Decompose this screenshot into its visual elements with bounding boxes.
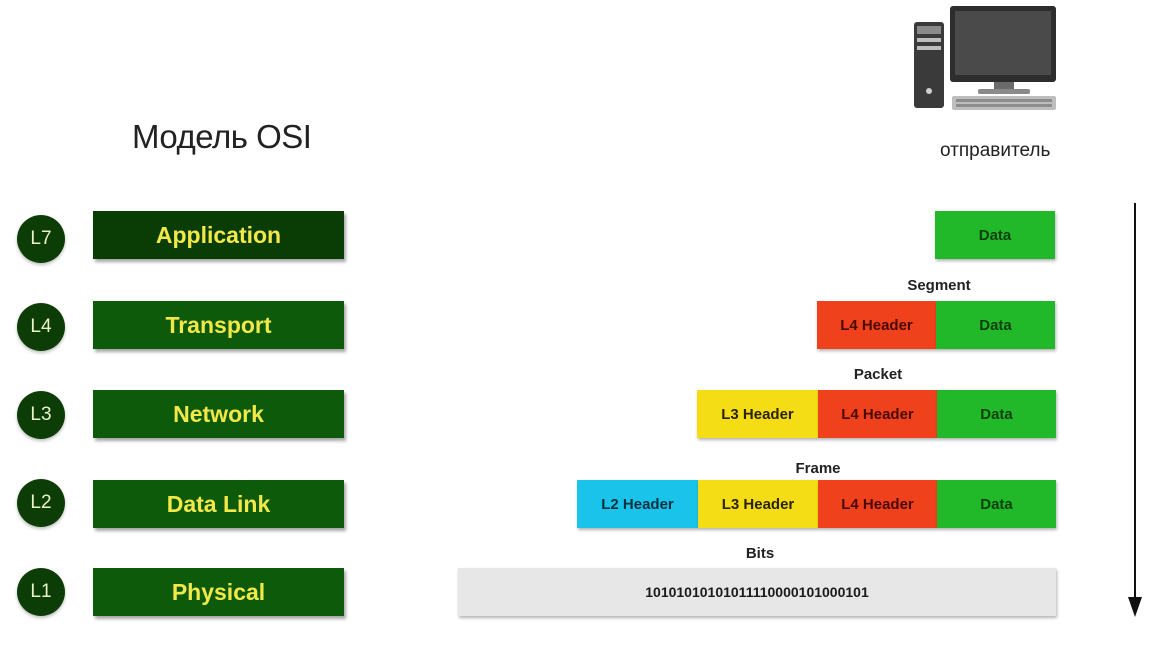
data-block-data-link: Data bbox=[937, 480, 1056, 528]
layer-application: Application bbox=[93, 211, 344, 259]
sender-label: отправитель bbox=[940, 140, 1051, 161]
page-title: Модель OSI bbox=[132, 118, 312, 155]
l4-header-block-network: L4 Header bbox=[818, 390, 937, 438]
pdu-label-bits: Bits bbox=[745, 545, 775, 562]
desktop-computer-icon bbox=[914, 6, 1056, 110]
l4-header-block-data-link: L4 Header bbox=[818, 480, 937, 528]
l3-header-block-data-link: L3 Header bbox=[698, 480, 818, 528]
l4-header-block-transport: L4 Header bbox=[817, 301, 936, 349]
pdu-label-packet: Packet bbox=[853, 366, 903, 383]
l2-header-block-data-link: L2 Header bbox=[577, 480, 698, 528]
layer-data-link: Data Link bbox=[93, 480, 344, 528]
data-block-network: Data bbox=[937, 390, 1056, 438]
layer-badge-l4: L4 bbox=[17, 303, 65, 351]
pdu-label-frame: Frame bbox=[795, 460, 841, 477]
layer-badge-l2: L2 bbox=[17, 479, 65, 527]
data-block-transport: Data bbox=[936, 301, 1055, 349]
pdu-label-segment: Segment bbox=[907, 277, 971, 294]
layer-physical: Physical bbox=[93, 568, 344, 616]
layer-transport: Transport bbox=[93, 301, 344, 349]
data-block-application: Data bbox=[935, 211, 1055, 259]
layer-network: Network bbox=[93, 390, 344, 438]
layer-badge-l3: L3 bbox=[17, 391, 65, 439]
bits-block-physical: 10101010101011110000101000101 bbox=[458, 568, 1056, 616]
l3-header-block-network: L3 Header bbox=[697, 390, 818, 438]
down-arrow-icon bbox=[1128, 203, 1142, 617]
layer-badge-l7: L7 bbox=[17, 215, 65, 263]
layer-badge-l1: L1 bbox=[17, 568, 65, 616]
